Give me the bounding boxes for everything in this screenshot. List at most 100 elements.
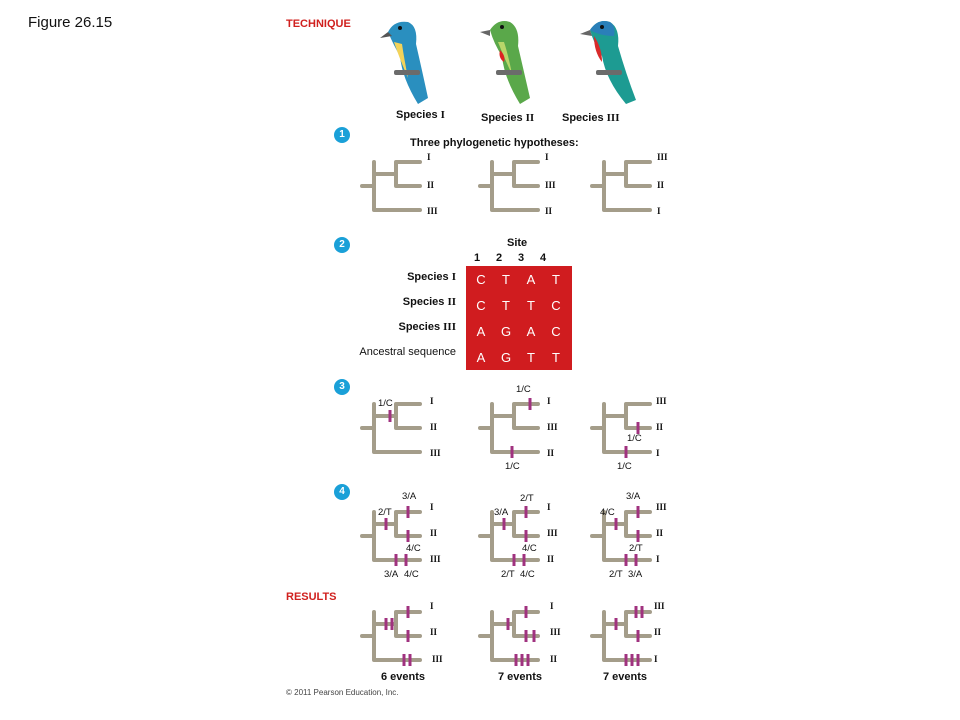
tree-leaf: III	[430, 448, 441, 458]
row-label-numeral: I	[451, 271, 456, 283]
mutation-label: 3/A	[628, 569, 643, 580]
tree-step3-3	[590, 402, 652, 454]
technique-label: TECHNIQUE	[286, 18, 351, 30]
species-numeral: II	[525, 112, 535, 124]
mutation-marks-result1	[384, 606, 412, 666]
row-label-prefix: Ancestral sequence	[359, 346, 456, 358]
figure-title: Figure 26.15	[28, 14, 113, 31]
tree-leaf: I	[547, 396, 551, 406]
mutation-label: 1/C	[516, 384, 531, 395]
tree3-leaf-1: III	[657, 152, 668, 162]
tree-leaf: III	[430, 554, 441, 564]
step4-trees	[360, 506, 652, 566]
base-cell: A	[470, 347, 492, 367]
row-label-numeral: III	[443, 321, 456, 333]
tree-leaf: II	[654, 627, 662, 637]
hypotheses-title: Three phylogenetic hypotheses:	[410, 137, 579, 149]
base-cell: T	[495, 269, 517, 289]
tree-leaf: II	[430, 627, 438, 637]
birds-illustration	[380, 21, 636, 104]
mutation-label: 4/C	[404, 569, 419, 580]
tree1-leaf-1: I	[427, 152, 431, 162]
base-cell: T	[545, 347, 567, 367]
mutation-label: 2/T	[378, 507, 392, 518]
species-label-2: Species II	[481, 112, 534, 124]
tree1-leaf-3: III	[427, 206, 438, 216]
mutation-marks-result3	[614, 606, 644, 666]
mutation-label: 2/T	[609, 569, 623, 580]
mutation-label: 1/C	[627, 433, 642, 444]
base-cell: G	[495, 321, 517, 341]
tree-leaf: II	[547, 554, 555, 564]
tree-leaf: II	[547, 448, 555, 458]
tree-leaf: II	[430, 422, 438, 432]
sequence-table: C T A T C T T C A G A C A G T T	[466, 266, 572, 370]
tree-leaf: III	[656, 396, 667, 406]
base-cell: T	[520, 295, 542, 315]
table-row-label-2: Species II	[326, 296, 456, 308]
species-label-prefix: Species	[562, 112, 604, 124]
tree-leaf: I	[430, 601, 434, 611]
base-cell: A	[520, 269, 542, 289]
mutation-label: 3/A	[384, 569, 399, 580]
step-badge-1: 1	[334, 127, 350, 143]
table-row-label-4: Ancestral sequence	[326, 346, 456, 358]
base-cell: T	[495, 295, 517, 315]
tree-leaf: III	[654, 601, 665, 611]
tree2-leaf-3: II	[545, 206, 553, 216]
row-label-prefix: Species	[407, 271, 449, 283]
mutation-label: 3/A	[494, 507, 509, 518]
tree-leaf: I	[656, 554, 660, 564]
species-label-1: Species I	[396, 109, 445, 121]
step-badge-4: 4	[334, 484, 350, 500]
tree1-leaf-2: II	[427, 180, 435, 190]
species-label-3: Species III	[562, 112, 620, 124]
result-events-1: 6 events	[381, 671, 426, 683]
step3-trees	[360, 398, 652, 458]
result-events-3: 7 events	[603, 671, 648, 683]
tree-leaf: I	[550, 601, 554, 611]
mutation-label: 1/C	[617, 461, 632, 472]
tree-leaf: III	[656, 502, 667, 512]
species-numeral: I	[440, 109, 445, 121]
tree-leaf: I	[430, 396, 434, 406]
row-label-numeral: II	[447, 296, 456, 308]
tree3-leaf-2: II	[657, 180, 665, 190]
tree-leaf: III	[547, 528, 558, 538]
tree-leaf: II	[656, 528, 664, 538]
base-cell: C	[545, 321, 567, 341]
row-label-prefix: Species	[398, 321, 441, 333]
tree-leaf: I	[656, 448, 660, 458]
mutation-label: 4/C	[522, 543, 537, 554]
mutation-label: 1/C	[378, 398, 393, 409]
mutation-marks-result2	[506, 606, 536, 666]
mutation-marks-tree3	[614, 506, 640, 566]
tree-leaf: II	[656, 422, 664, 432]
bird-species-3	[580, 21, 636, 104]
row-label-prefix: Species	[402, 296, 445, 308]
mutation-label: 1/C	[505, 461, 520, 472]
bird-species-1	[380, 21, 428, 104]
tree-leaf: II	[550, 654, 558, 664]
tree-leaf: III	[432, 654, 443, 664]
base-cell: C	[470, 269, 492, 289]
mutation-label: 3/A	[626, 491, 641, 502]
results-label: RESULTS	[286, 591, 337, 603]
mutation-label: 4/C	[600, 507, 615, 518]
base-cell: C	[545, 295, 567, 315]
tree2-leaf-1: I	[545, 152, 549, 162]
bird-species-2	[480, 21, 530, 104]
site-numbers: 1 2 3 4	[466, 252, 554, 264]
results-trees	[360, 606, 652, 666]
tree2-leaf-2: III	[545, 180, 556, 190]
copyright-notice: © 2011 Pearson Education, Inc.	[286, 688, 399, 697]
mutation-label: 3/A	[402, 491, 417, 502]
mutation-marks-tree1	[384, 506, 410, 566]
site-number: 4	[539, 252, 547, 264]
tree-step3-1	[360, 402, 422, 454]
site-number: 2	[495, 252, 503, 264]
tree-leaf: I	[547, 502, 551, 512]
base-cell: A	[470, 321, 492, 341]
step-badge-2: 2	[334, 237, 350, 253]
species-label-prefix: Species	[481, 112, 523, 124]
